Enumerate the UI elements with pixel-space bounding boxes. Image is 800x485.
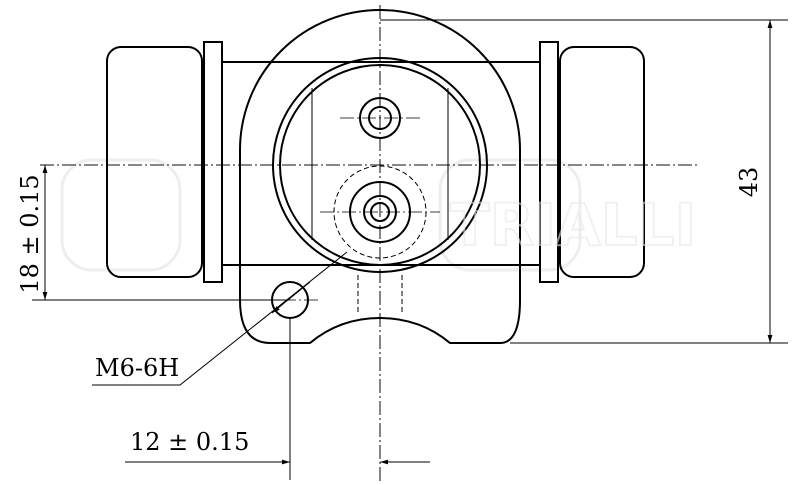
upper-port-outer [359,97,401,139]
left-flange [203,41,223,283]
watermark-logo [60,158,582,272]
left-boot [106,46,203,278]
thread-leader [92,251,348,386]
housing-body [239,9,521,344]
dimension-43-label: 43 [735,167,763,198]
right-flange [539,41,559,283]
dimension-12-label: 12 ± 0.15 [130,428,249,456]
dimension-18-label: 18 ± 0.15 [16,174,44,293]
right-boot [559,46,645,278]
thread-label: M6-6H [95,354,179,382]
watermark-text: TRIALLI [450,191,696,259]
